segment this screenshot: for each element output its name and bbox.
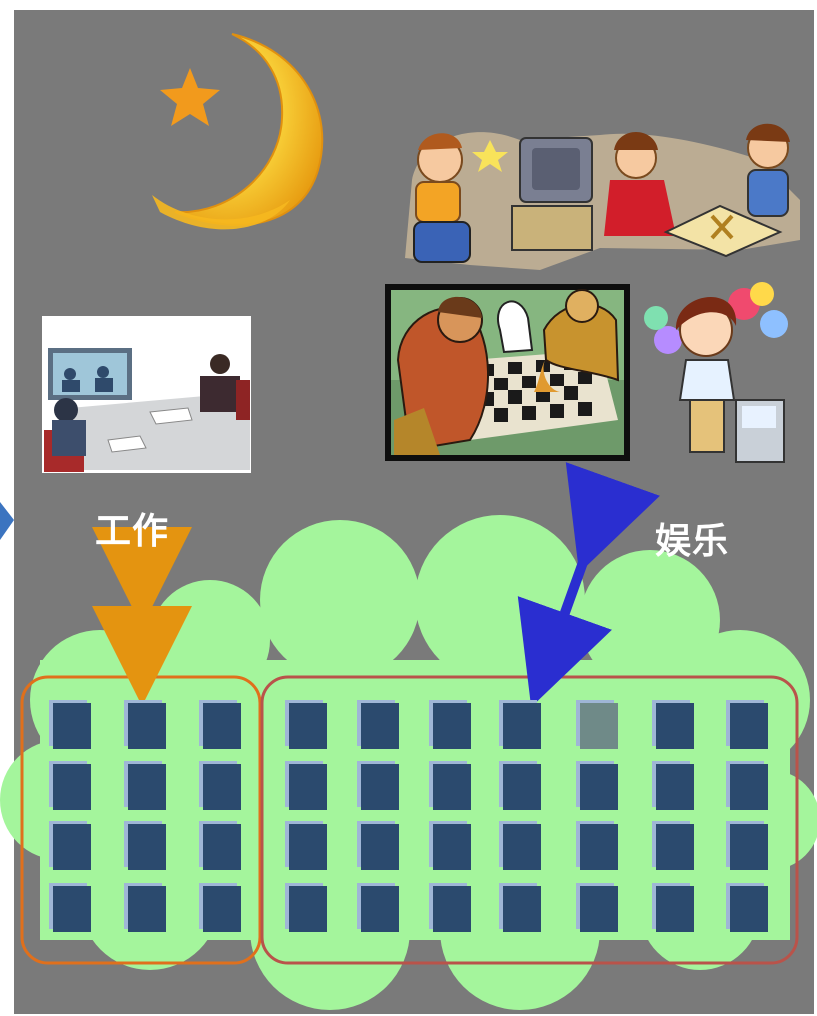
entertainment-window bbox=[503, 886, 541, 932]
entertainment-window bbox=[580, 824, 618, 870]
moon-icon bbox=[152, 33, 324, 230]
building-windows bbox=[49, 700, 768, 932]
entertainment-window bbox=[361, 764, 399, 810]
girl-balloons-clipart bbox=[644, 282, 788, 463]
entertainment-window bbox=[289, 764, 327, 810]
entertainment-window bbox=[361, 886, 399, 932]
work-label: 工作 bbox=[95, 511, 170, 552]
meeting-clipart bbox=[42, 316, 251, 473]
work-window bbox=[128, 886, 166, 932]
entertainment-window bbox=[580, 764, 618, 810]
entertainment-window bbox=[730, 764, 768, 810]
entertainment-window bbox=[289, 703, 327, 749]
edge-arrow-icon bbox=[0, 502, 14, 540]
work-window bbox=[203, 703, 241, 749]
entertainment-window bbox=[730, 703, 768, 749]
entertainment-window bbox=[656, 824, 694, 870]
chess-clipart bbox=[385, 284, 630, 461]
entertainment-window bbox=[433, 703, 471, 749]
entertainment-window bbox=[656, 703, 694, 749]
entertainment-double-arrow bbox=[517, 462, 660, 708]
entertainment-window bbox=[503, 764, 541, 810]
entertainment-window bbox=[580, 703, 618, 749]
entertainment-window bbox=[656, 886, 694, 932]
work-window bbox=[203, 764, 241, 810]
entertainment-window bbox=[730, 886, 768, 932]
entertainment-window bbox=[503, 703, 541, 749]
entertainment-window bbox=[433, 824, 471, 870]
entertainment-window bbox=[289, 886, 327, 932]
entertainment-window bbox=[289, 824, 327, 870]
entertainment-window bbox=[433, 886, 471, 932]
entertainment-window bbox=[433, 764, 471, 810]
entertainment-window bbox=[361, 703, 399, 749]
entertainment-label: 娱乐 bbox=[655, 521, 730, 562]
kids-playing-clipart bbox=[405, 123, 800, 270]
entertainment-window bbox=[361, 824, 399, 870]
entertainment-window bbox=[503, 824, 541, 870]
work-window bbox=[203, 886, 241, 932]
entertainment-window bbox=[580, 886, 618, 932]
work-window bbox=[53, 824, 91, 870]
star-icon bbox=[160, 68, 220, 126]
work-window bbox=[53, 703, 91, 749]
entertainment-window bbox=[730, 824, 768, 870]
work-window bbox=[203, 824, 241, 870]
work-window bbox=[53, 764, 91, 810]
work-window bbox=[128, 703, 166, 749]
work-window bbox=[128, 764, 166, 810]
work-window bbox=[128, 824, 166, 870]
work-window bbox=[53, 886, 91, 932]
entertainment-window bbox=[656, 764, 694, 810]
